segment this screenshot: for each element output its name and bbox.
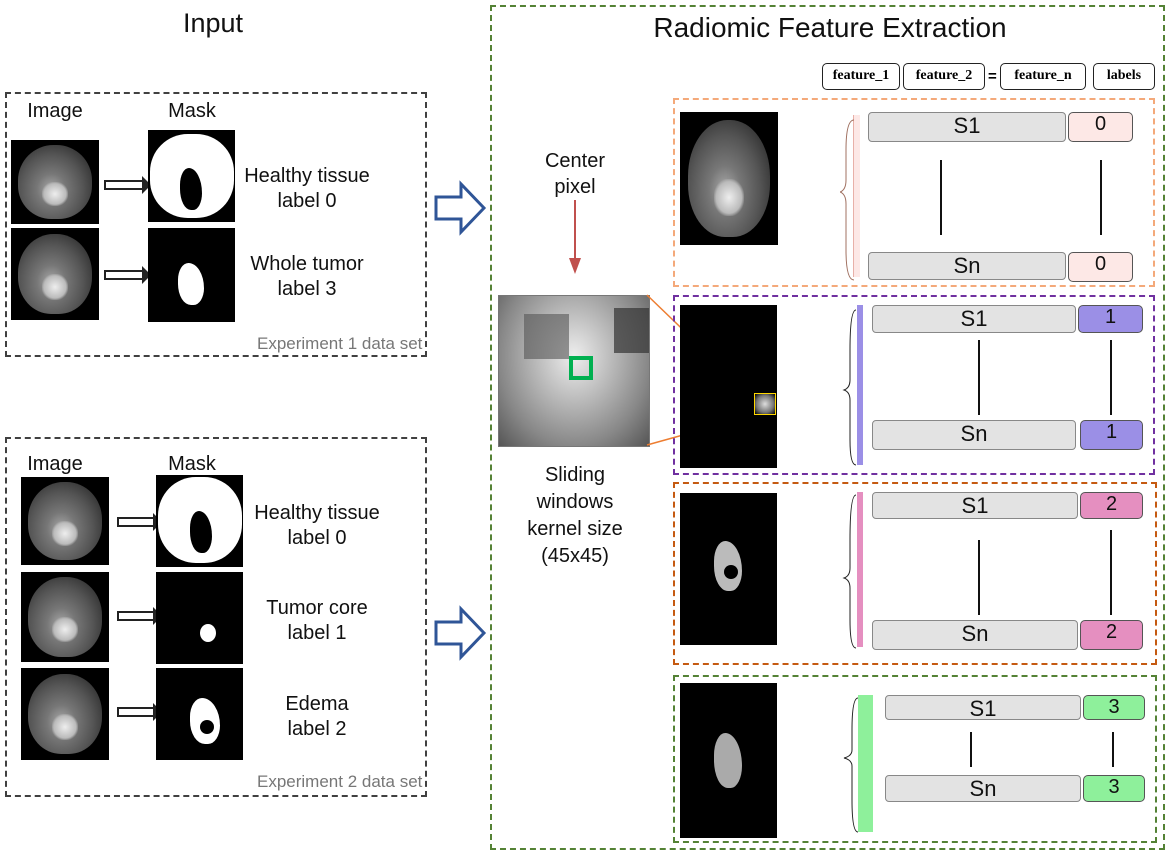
brain-image xyxy=(11,228,99,320)
mask-image xyxy=(156,668,243,760)
sample-sn: Sn xyxy=(872,620,1078,650)
brace xyxy=(857,305,863,465)
label-box: 2 xyxy=(1080,620,1143,650)
mask-label: Mask xyxy=(168,100,216,122)
mri-slice xyxy=(680,305,777,468)
connector xyxy=(978,540,980,615)
mask-image xyxy=(148,228,235,322)
sample-sn: Sn xyxy=(885,775,1081,802)
brace xyxy=(858,695,873,832)
mask-image xyxy=(156,572,243,664)
arrow-icon xyxy=(117,513,162,531)
label-box: 3 xyxy=(1083,695,1145,720)
brace xyxy=(857,492,863,647)
edema-image xyxy=(680,493,777,645)
sliding-window-patch xyxy=(498,295,650,447)
mask-image xyxy=(156,475,243,567)
brain-image xyxy=(21,477,109,565)
brace xyxy=(853,115,860,277)
connector xyxy=(1112,732,1114,767)
panel-label-2 xyxy=(673,482,1157,665)
feature-header: feature_1 xyxy=(822,63,900,90)
panel-label-1 xyxy=(673,295,1155,475)
arrow-icon xyxy=(117,607,162,625)
brain-image xyxy=(11,140,99,224)
connector xyxy=(1110,530,1112,615)
connector xyxy=(940,160,942,235)
brace-icons xyxy=(840,119,859,833)
feature-header: feature_2 xyxy=(903,63,985,90)
panel-label-0 xyxy=(673,98,1155,287)
input-title: Input xyxy=(182,8,244,38)
image-label: Image xyxy=(27,100,83,122)
experiment-1-caption: Experiment 1 data set xyxy=(257,334,423,353)
sample-sn: Sn xyxy=(872,420,1076,450)
panel-label-3 xyxy=(673,675,1157,843)
label-box: 3 xyxy=(1083,775,1145,802)
ellipsis-separator: = xyxy=(988,68,997,85)
flow-arrow-icon xyxy=(434,180,487,236)
connector xyxy=(1110,340,1112,415)
arrow-icon xyxy=(104,266,151,284)
sample-s1: S1 xyxy=(868,112,1066,142)
mask-label: Mask xyxy=(168,453,216,475)
connector xyxy=(970,732,972,767)
extraction-box xyxy=(490,5,1165,850)
connector xyxy=(978,340,980,415)
arrow-icon xyxy=(117,703,162,721)
flow-arrow-icon xyxy=(434,605,487,661)
label-box: 1 xyxy=(1078,305,1143,333)
brain-image xyxy=(680,112,778,245)
sample-sn: Sn xyxy=(868,252,1066,280)
label-box: 0 xyxy=(1068,112,1133,142)
brain-image xyxy=(21,668,109,760)
extraction-title: Radiomic Feature Extraction xyxy=(653,12,1007,43)
connector xyxy=(1100,160,1102,235)
mask-image xyxy=(148,130,235,222)
brain-image xyxy=(21,572,109,662)
feature-header: feature_n xyxy=(1000,63,1086,90)
whole-tumor-image xyxy=(680,683,777,838)
image-label: Image xyxy=(27,453,83,475)
red-arrow-icon xyxy=(569,200,581,274)
arrow-icon xyxy=(104,176,151,194)
experiment-2-caption: Experiment 2 data set xyxy=(257,772,423,791)
labels-header: labels xyxy=(1093,63,1155,90)
label-box: 0 xyxy=(1068,252,1133,282)
sample-s1: S1 xyxy=(885,695,1081,721)
center-pixel-marker xyxy=(569,356,593,380)
sample-s1: S1 xyxy=(872,492,1078,519)
label-box: 2 xyxy=(1080,492,1143,519)
label-box: 1 xyxy=(1080,420,1143,450)
sample-s1: S1 xyxy=(872,305,1076,333)
